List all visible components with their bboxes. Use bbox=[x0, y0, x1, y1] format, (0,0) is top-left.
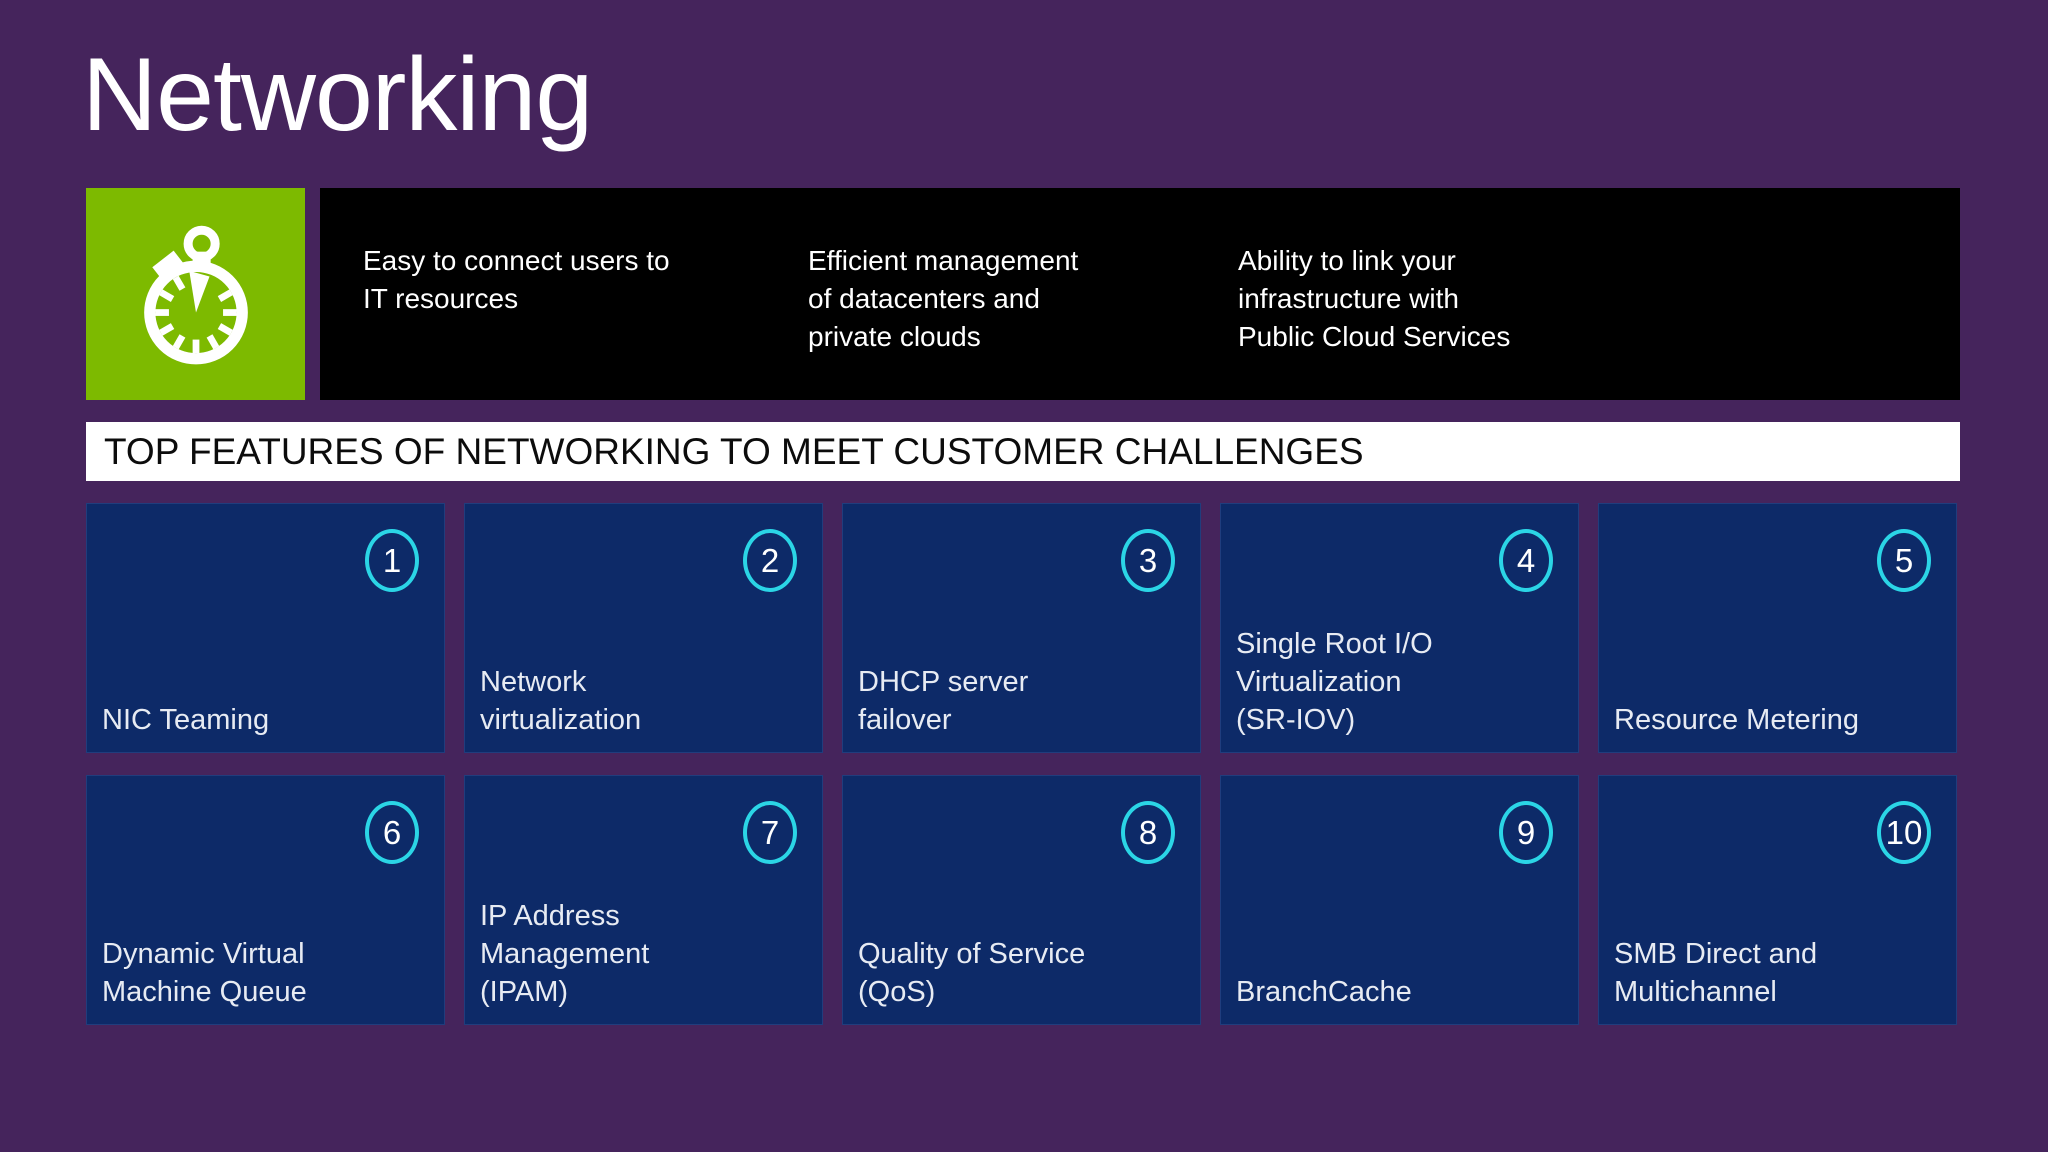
hero-row: Easy to connect users to IT resources Ef… bbox=[86, 188, 1960, 400]
tile-label: Quality of Service (QoS) bbox=[858, 938, 1086, 1008]
tile-ipam[interactable]: 7 IP Address Management (IPAM) bbox=[464, 775, 823, 1025]
benefit-text: Easy to connect users to IT resources bbox=[363, 245, 670, 314]
number-badge: 7 bbox=[743, 801, 797, 864]
page-title: Networking bbox=[82, 37, 593, 153]
tile-number: 2 bbox=[760, 541, 780, 579]
tile-label: Single Root I/O Virtualization (SR-IOV) bbox=[1236, 628, 1433, 736]
tile-number: 1 bbox=[382, 541, 402, 579]
benefits-banner: Easy to connect users to IT resources Ef… bbox=[320, 188, 1960, 400]
tile-number: 9 bbox=[1516, 813, 1536, 851]
tile-resource-metering[interactable]: 5 Resource Metering bbox=[1598, 503, 1957, 753]
tile-number: 3 bbox=[1138, 541, 1158, 579]
stopwatch-icon bbox=[143, 225, 248, 364]
tile-number: 7 bbox=[760, 813, 780, 851]
tile-smb-direct-multichannel[interactable]: 10 SMB Direct and Multichannel bbox=[1598, 775, 1957, 1025]
number-badge: 1 bbox=[365, 529, 419, 592]
tile-label: Network virtualization bbox=[480, 666, 642, 736]
tile-label: NIC Teaming bbox=[102, 704, 270, 736]
tile-nic-teaming[interactable]: 1 NIC Teaming bbox=[86, 503, 445, 753]
tile-qos[interactable]: 8 Quality of Service (QoS) bbox=[842, 775, 1201, 1025]
feature-tile-grid: 1 NIC Teaming 2 Network virtualization 3… bbox=[86, 503, 1960, 1025]
tile-number: 8 bbox=[1138, 813, 1158, 851]
tile-label: SMB Direct and Multichannel bbox=[1614, 938, 1818, 1008]
number-badge: 4 bbox=[1499, 529, 1553, 592]
tile-label: BranchCache bbox=[1236, 976, 1412, 1008]
number-badge: 3 bbox=[1121, 529, 1175, 592]
tile-dhcp-server-failover[interactable]: 3 DHCP server failover bbox=[842, 503, 1201, 753]
number-badge: 5 bbox=[1877, 529, 1931, 592]
hero-icon-tile bbox=[86, 188, 305, 400]
tile-number: 4 bbox=[1516, 541, 1536, 579]
number-badge: 10 bbox=[1877, 801, 1931, 864]
benefit-text: Ability to link your infrastructure with… bbox=[1238, 245, 1511, 352]
tile-number: 6 bbox=[382, 813, 402, 851]
section-header-text: TOP FEATURES OF NETWORKING TO MEET CUSTO… bbox=[104, 430, 1364, 472]
number-badge: 6 bbox=[365, 801, 419, 864]
tile-dynamic-virtual-machine-queue[interactable]: 6 Dynamic Virtual Machine Queue bbox=[86, 775, 445, 1025]
tile-number: 10 bbox=[1885, 813, 1923, 851]
tile-label: Resource Metering bbox=[1614, 704, 1859, 736]
number-badge: 8 bbox=[1121, 801, 1175, 864]
tile-network-virtualization[interactable]: 2 Network virtualization bbox=[464, 503, 823, 753]
tile-label: DHCP server failover bbox=[858, 666, 1029, 736]
number-badge: 9 bbox=[1499, 801, 1553, 864]
tile-label: Dynamic Virtual Machine Queue bbox=[102, 938, 307, 1008]
benefit-text: Efficient management of datacenters and … bbox=[808, 245, 1079, 352]
number-badge: 2 bbox=[743, 529, 797, 592]
tile-number: 5 bbox=[1894, 541, 1914, 579]
tile-branchcache[interactable]: 9 BranchCache bbox=[1220, 775, 1579, 1025]
tile-sr-iov[interactable]: 4 Single Root I/O Virtualization (SR-IOV… bbox=[1220, 503, 1579, 753]
tile-label: IP Address Management (IPAM) bbox=[480, 900, 650, 1008]
section-header-bar: TOP FEATURES OF NETWORKING TO MEET CUSTO… bbox=[86, 422, 1960, 481]
